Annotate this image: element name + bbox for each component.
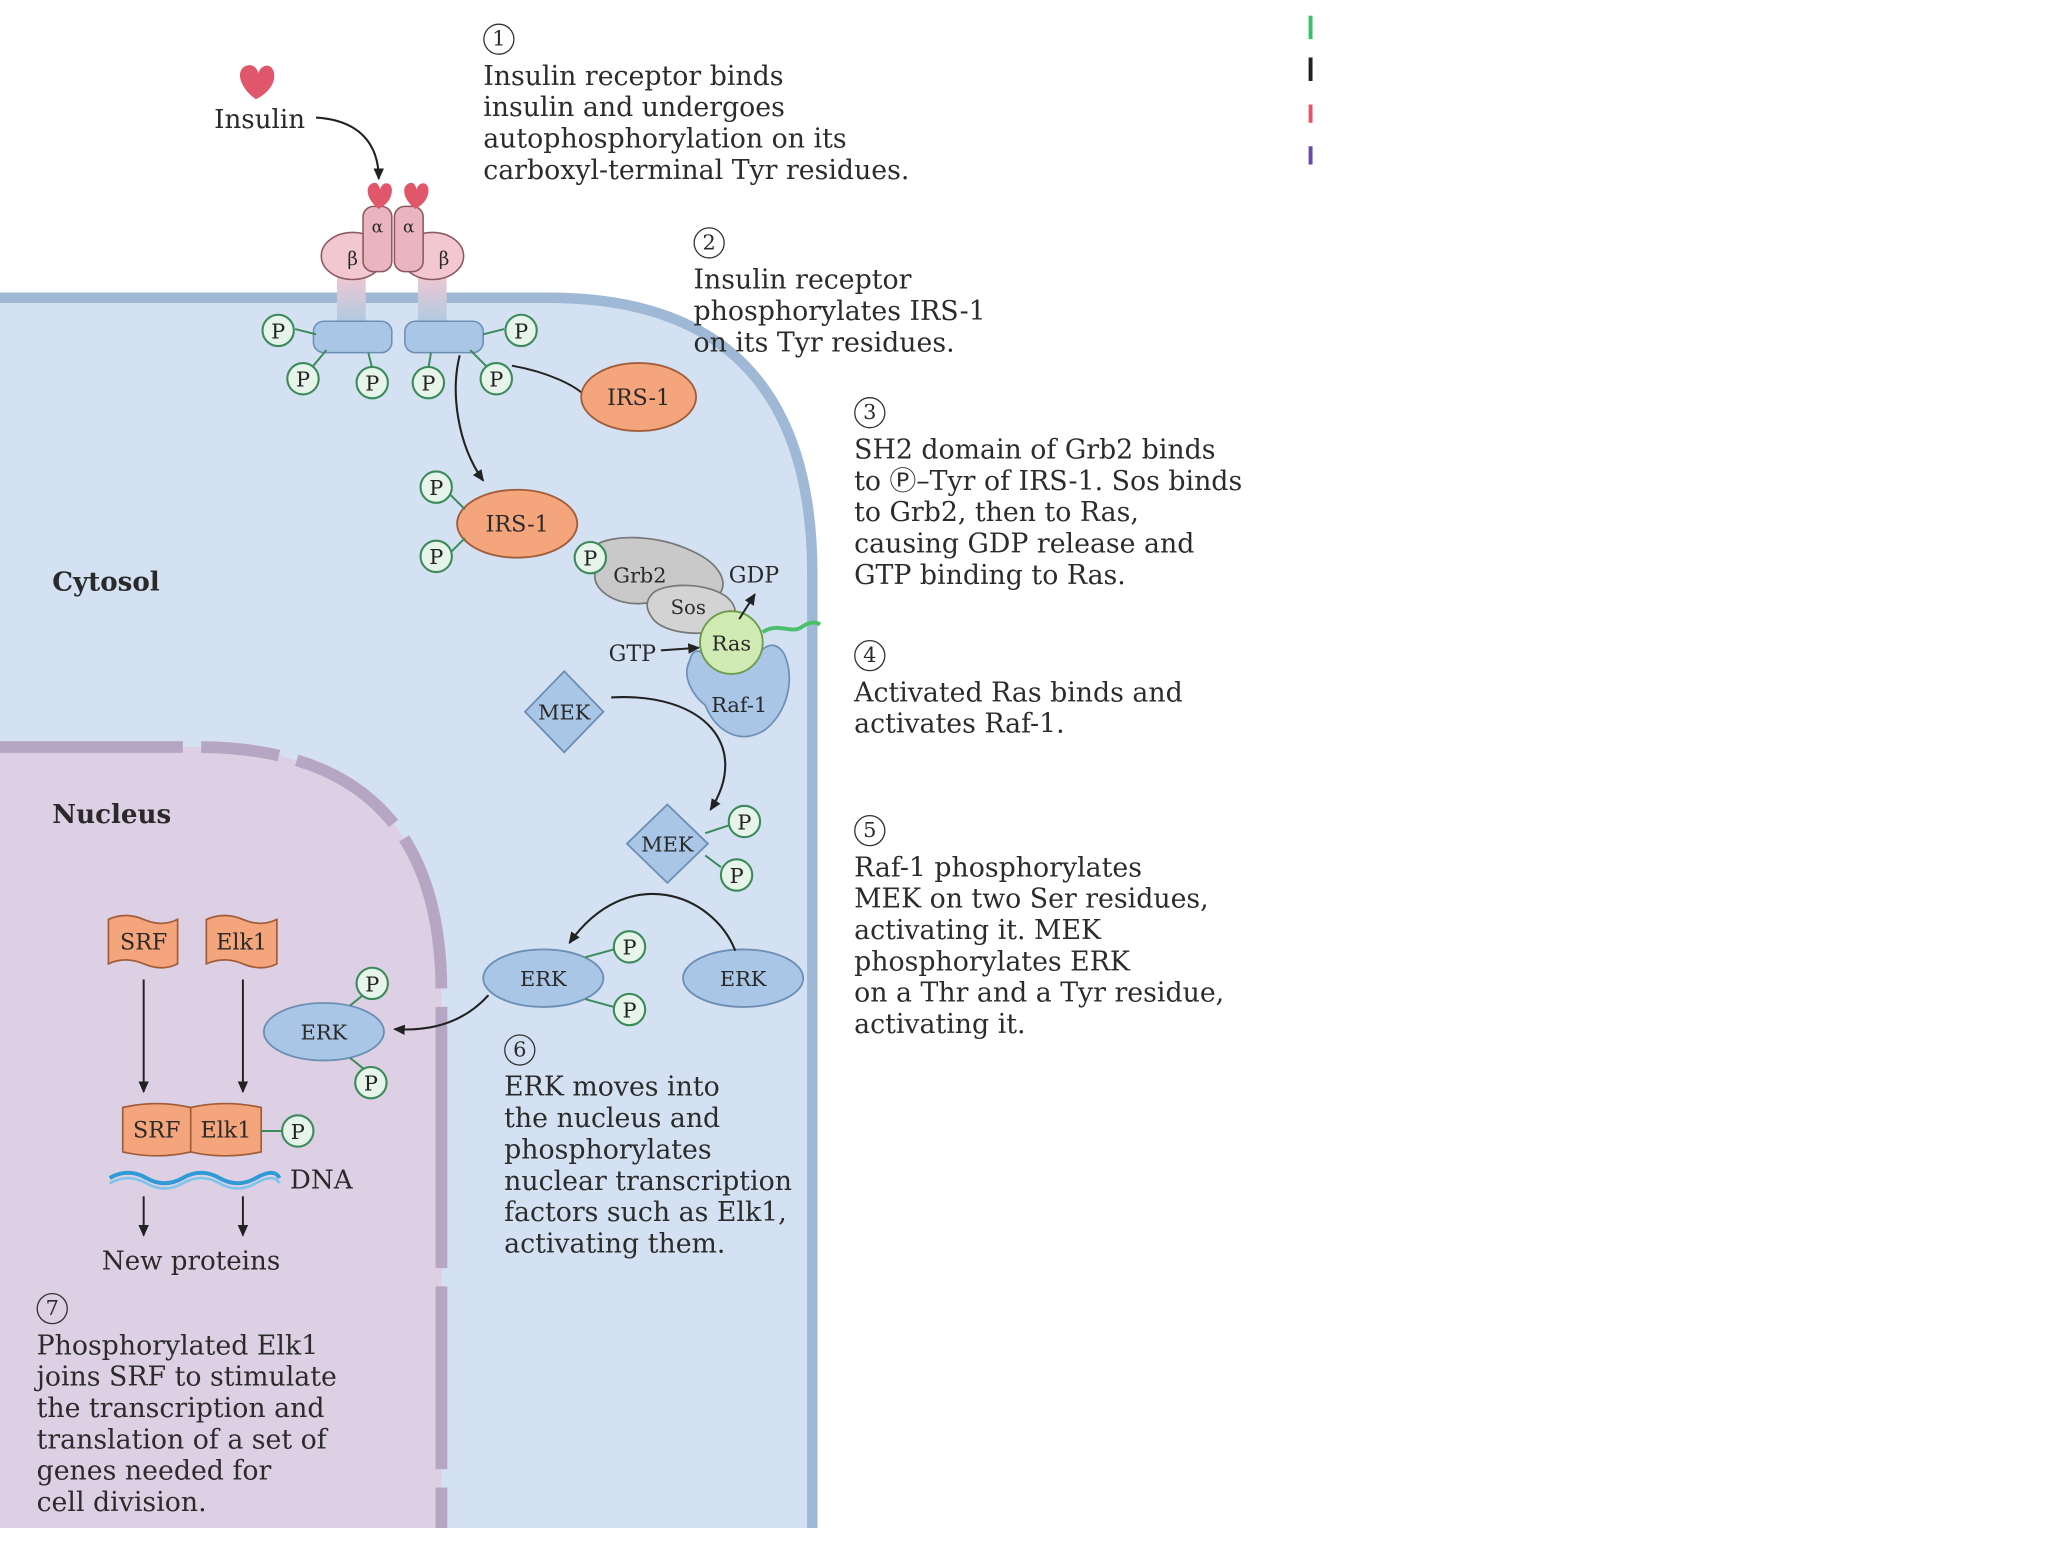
- phosphate-icon: [354, 1065, 388, 1100]
- step-number: 7: [36, 1292, 68, 1325]
- beta-label-left: β: [347, 249, 358, 270]
- step-number: 5: [854, 814, 886, 847]
- ras-protein: [699, 610, 764, 675]
- step-7: 7 Phosphorylated Elk1 joins SRF to stimu…: [36, 1290, 337, 1518]
- step-number: 1: [483, 23, 515, 55]
- phosphate-icon: [411, 365, 446, 400]
- step-text: Insulin receptor phosphorylates IRS-1 on…: [693, 263, 986, 358]
- elk1-label: Elk1: [216, 929, 267, 955]
- phosphate-icon: [573, 540, 608, 575]
- srf-label-2: SRF: [133, 1118, 180, 1144]
- phosphate-icon: [727, 804, 762, 839]
- green-mark: [1308, 15, 1313, 40]
- phosphate-icon: [612, 930, 647, 964]
- mek-active: [625, 803, 710, 885]
- phosphate-icon: [504, 313, 538, 348]
- step-text: SH2 domain of Grb2 binds to Ⓟ–Tyr of IRS…: [854, 433, 1243, 591]
- step-4: 4 Activated Ras binds and activates Raf-…: [854, 637, 1183, 739]
- gtp-label: GTP: [609, 641, 657, 667]
- insulin-receptor: α α β β: [312, 182, 485, 354]
- step-number: 6: [504, 1034, 536, 1066]
- elk1-protein: [205, 914, 278, 969]
- irs1-phosphorylated: [456, 488, 579, 559]
- dna-strand: [108, 1170, 282, 1186]
- erk-label-2: ERK: [520, 967, 567, 991]
- srf-protein: [107, 914, 179, 969]
- beta-label-right: β: [439, 249, 450, 270]
- srf-elk1-complex: [121, 1102, 263, 1157]
- ras-label: Ras: [712, 631, 751, 655]
- plasma-membrane: [0, 292, 818, 1529]
- srf-label: SRF: [120, 929, 167, 955]
- irs1-membrane: [580, 362, 698, 432]
- phosphate-icon: [261, 313, 295, 348]
- alpha-label-right: α: [403, 217, 414, 237]
- gdp-label: GDP: [729, 562, 780, 588]
- step-number: 2: [693, 227, 725, 259]
- elk1-label-2: Elk1: [201, 1118, 252, 1144]
- step-text: ERK moves into the nucleus and phosphory…: [504, 1070, 792, 1259]
- erk-inactive: [682, 948, 805, 1008]
- phosphate-icon: [355, 365, 389, 400]
- nuclear-envelope: [0, 741, 448, 1529]
- step-text: Activated Ras binds and activates Raf-1.: [854, 676, 1183, 740]
- alpha-label-left: α: [372, 217, 383, 237]
- edge-marks: [1306, 0, 1319, 183]
- erk-nuclear: [262, 1002, 385, 1062]
- phosphate-icon: [612, 992, 647, 1027]
- mek-label: MEK: [538, 701, 591, 725]
- dna-label: DNA: [290, 1165, 354, 1195]
- red-mark: [1308, 104, 1313, 123]
- phosphate-icon: [355, 966, 389, 1001]
- step-text: Insulin receptor binds insulin and under…: [483, 60, 910, 186]
- mek-label-2: MEK: [641, 833, 694, 857]
- sos-label: Sos: [671, 596, 706, 619]
- step-6: 6 ERK moves into the nucleus and phospho…: [504, 1032, 792, 1259]
- step-number: 4: [854, 639, 886, 672]
- insulin-icon: [239, 65, 275, 100]
- grb2-label: Grb2: [613, 563, 666, 587]
- insulin-label: Insulin: [214, 105, 305, 135]
- irs1-label-2: IRS-1: [486, 512, 549, 538]
- step-text: Raf-1 phosphorylates MEK on two Ser resi…: [854, 851, 1225, 1040]
- step-text: Phosphorylated Elk1 joins SRF to stimula…: [36, 1329, 337, 1518]
- nucleus-label: Nucleus: [52, 799, 171, 830]
- phosphate-icon: [479, 362, 513, 396]
- cytosol-label: Cytosol: [52, 566, 160, 597]
- raf1-label: Raf-1: [711, 693, 767, 717]
- purple-mark: [1308, 146, 1313, 165]
- phosphate-icon: [719, 858, 754, 892]
- irs1-label: IRS-1: [607, 385, 670, 411]
- mek-inactive: [523, 669, 605, 754]
- phosphate-icon: [281, 1114, 315, 1148]
- step-number: 3: [854, 397, 886, 429]
- step-3: 3 SH2 domain of Grb2 binds to Ⓟ–Tyr of I…: [854, 394, 1242, 590]
- step-2: 2 Insulin receptor phosphorylates IRS-1 …: [693, 225, 986, 358]
- erk-label-3: ERK: [301, 1021, 348, 1045]
- erk-active: [482, 948, 605, 1008]
- step-1: 1 Insulin receptor binds insulin and und…: [483, 21, 909, 186]
- step-5: 5 Raf-1 phosphorylates MEK on two Ser re…: [854, 812, 1225, 1040]
- phosphate-icon: [419, 539, 453, 574]
- new-proteins-label: New proteins: [102, 1246, 280, 1276]
- black-mark: [1308, 57, 1313, 81]
- erk-label: ERK: [720, 967, 767, 991]
- phosphate-icon: [286, 362, 320, 396]
- phosphate-icon: [419, 470, 453, 504]
